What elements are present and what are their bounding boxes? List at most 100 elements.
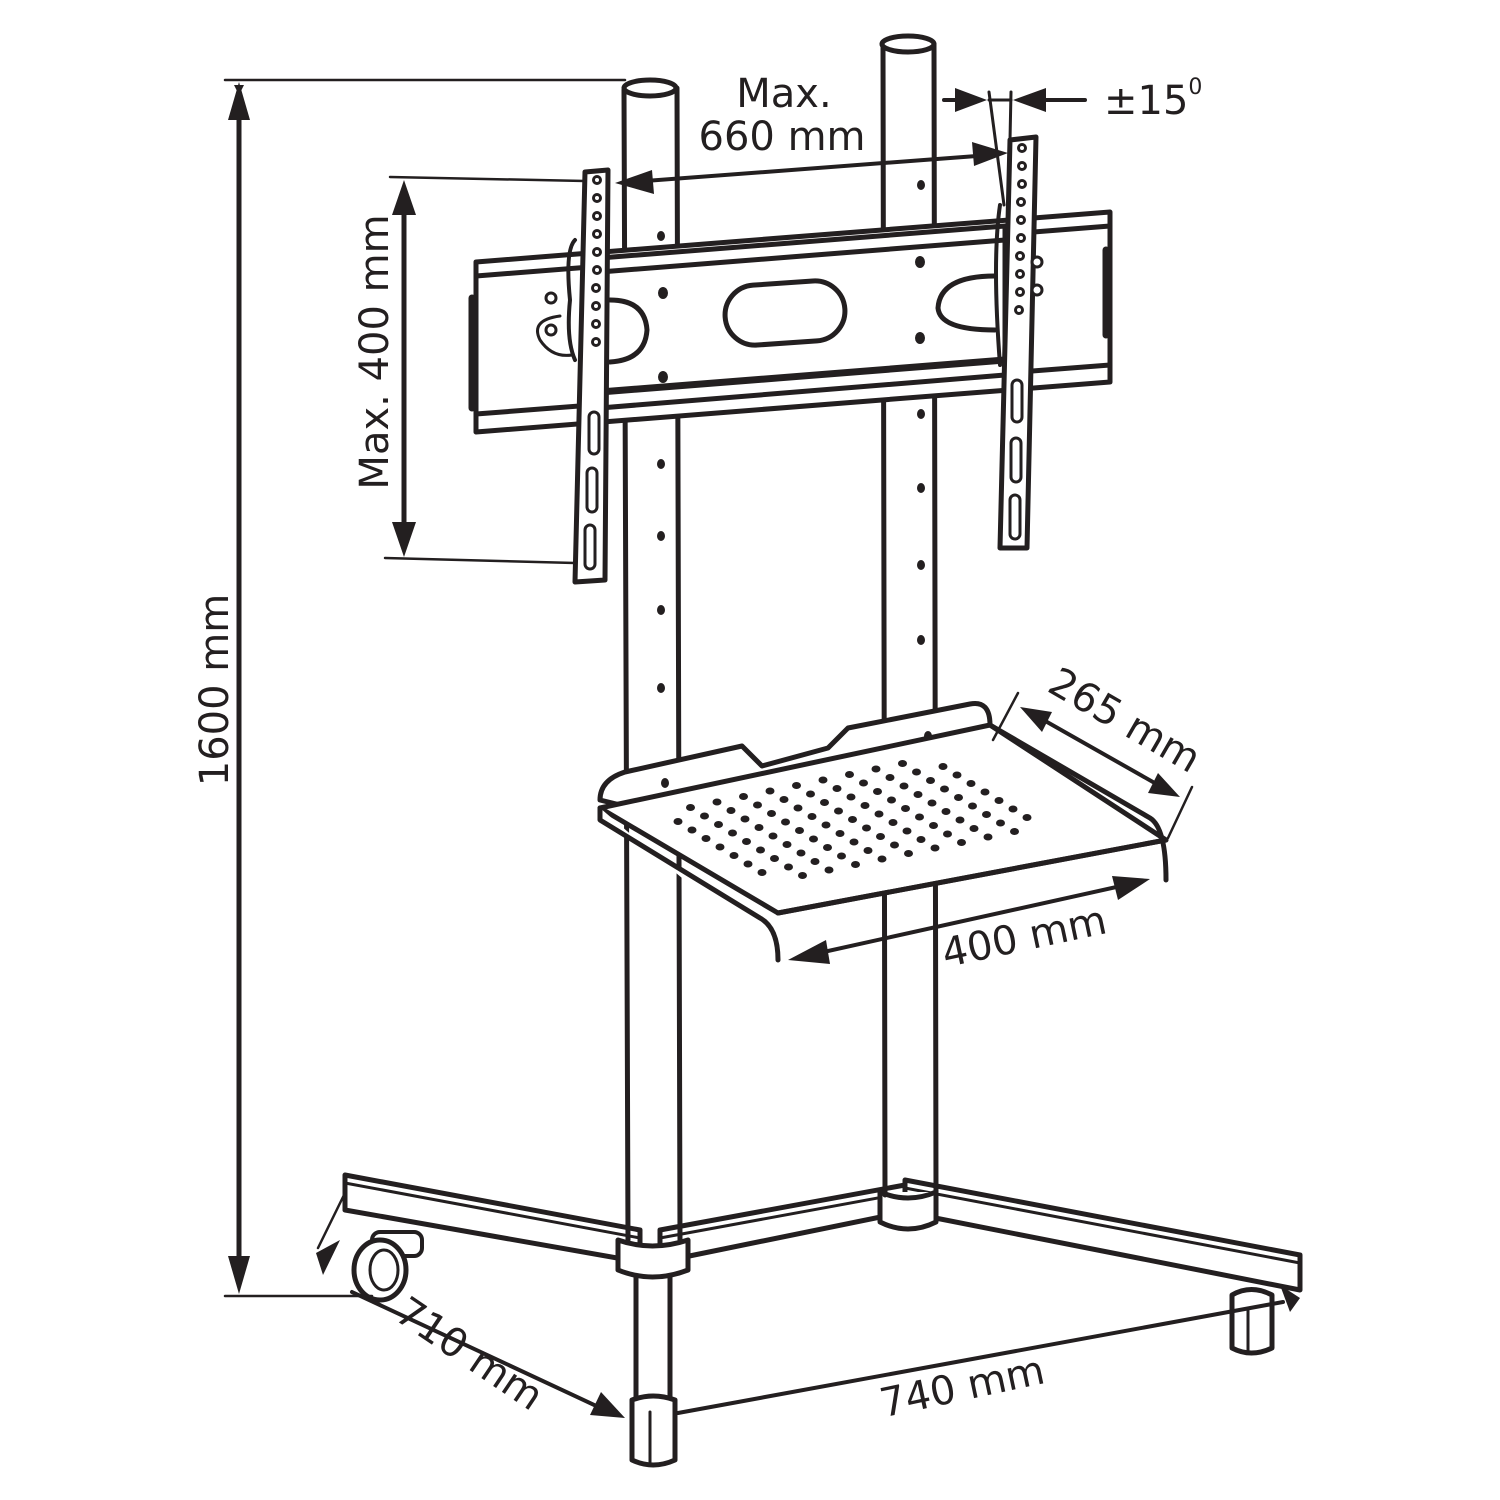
perforation-hole (926, 777, 935, 784)
perforation-hole (686, 804, 695, 811)
perforation-hole (955, 816, 965, 824)
perforation-hole (859, 779, 868, 787)
perforation-hole (983, 833, 993, 841)
perforation-hole (860, 802, 870, 809)
perforation-hole (739, 793, 748, 800)
perforation-hole (901, 805, 910, 812)
perforation-hole (952, 771, 962, 779)
perforation-hole (890, 841, 899, 849)
perforation-hole (916, 836, 926, 843)
perforation-hole (673, 818, 683, 825)
perforation-hole (1010, 828, 1019, 835)
perforation-hole (810, 858, 820, 865)
perforation-hole (834, 807, 843, 815)
perforation-hole (938, 763, 948, 770)
label-vesa-width-prefix: Max. (736, 71, 831, 117)
perforation-hole (898, 760, 907, 767)
perforation-hole (782, 841, 792, 848)
perforation-hole (781, 818, 790, 826)
perforation-hole (871, 765, 881, 773)
dimension-vesa-height: Max. 400 mm (352, 175, 587, 565)
perforation-hole (700, 812, 709, 820)
base-frame (342, 1172, 1303, 1415)
perforation-hole (798, 872, 807, 879)
perforation-hole (818, 776, 828, 784)
perforation-hole (930, 844, 940, 852)
perforation-hole (714, 821, 723, 828)
perforation-hole (904, 850, 913, 857)
perforation-hole (845, 771, 854, 778)
label-vesa-width: 660 mm (699, 114, 866, 160)
dimension-total-height: 1600 mm (192, 78, 627, 1298)
perforation-hole (806, 790, 815, 798)
perforation-hole (954, 794, 963, 801)
perforation-hole (796, 849, 806, 857)
shelf (597, 700, 1169, 963)
perforation-hole (940, 785, 949, 793)
perforation-hole (823, 844, 832, 851)
perforation-hole (701, 835, 711, 842)
castor-right (1229, 1287, 1275, 1356)
perforation-hole (874, 810, 884, 818)
perforation-hole (809, 835, 818, 843)
perforation-hole (753, 801, 762, 809)
perforation-hole (902, 827, 912, 835)
perforation-hole (968, 802, 977, 810)
perforation-hole (912, 768, 921, 776)
perforation-hole (943, 830, 952, 838)
perforation-hole (941, 808, 951, 815)
perforation-hole (837, 852, 846, 860)
perforation-hole (807, 813, 817, 820)
perforation-hole (957, 839, 966, 846)
perforation-hole (996, 819, 1005, 827)
shelf-perforations (673, 760, 1032, 879)
perforation-hole (848, 816, 857, 823)
perforation-hole (966, 780, 976, 787)
perforation-hole (726, 807, 736, 814)
perforation-hole (927, 799, 937, 807)
perforation-hole (846, 793, 856, 801)
perforation-hole (728, 829, 737, 837)
perforation-hole (824, 866, 834, 874)
perforation-hole (832, 785, 842, 792)
perforation-hole (915, 813, 924, 821)
right-pole (879, 33, 939, 1198)
perforation-hole (740, 815, 750, 823)
label-total-height: 1600 mm (192, 594, 238, 786)
label-vesa-height: Max. 400 mm (352, 214, 398, 489)
perforation-hole (743, 860, 753, 868)
perforation-hole (929, 822, 938, 829)
dimension-vesa-width: Max. 660 mm (615, 71, 1008, 194)
perforation-hole (969, 825, 979, 832)
perforation-hole (795, 827, 804, 834)
label-base-depth: 710 mm (387, 1288, 551, 1420)
perforation-hole (887, 796, 896, 804)
perforation-hole (994, 797, 1004, 804)
perforation-hole (835, 830, 845, 837)
vesa-bracket-left (536, 167, 611, 585)
perforation-hole (849, 838, 859, 846)
perforation-hole (756, 846, 765, 854)
perforation-hole (729, 852, 739, 859)
perforation-hole (784, 863, 793, 871)
dimension-base-width: 740 mm (676, 1285, 1300, 1427)
perforation-hole (1022, 814, 1032, 821)
perforation-hole (1008, 805, 1018, 813)
perforation-hole (877, 855, 887, 863)
castor-front (629, 1393, 678, 1468)
perforation-hole (757, 869, 767, 876)
perforation-hole (873, 788, 882, 795)
perforation-hole (820, 799, 829, 806)
vesa-bracket-right (994, 134, 1044, 551)
perforation-hole (770, 855, 779, 862)
perforation-hole (715, 843, 725, 851)
perforation-hole (767, 810, 776, 817)
perforation-hole (862, 824, 871, 832)
perforation-hole (768, 832, 778, 840)
perforation-hole (754, 824, 764, 831)
perforation-hole (982, 811, 991, 818)
label-tilt: ±150 (1104, 75, 1202, 124)
perforation-hole (885, 774, 895, 781)
perforation-hole (779, 796, 789, 803)
